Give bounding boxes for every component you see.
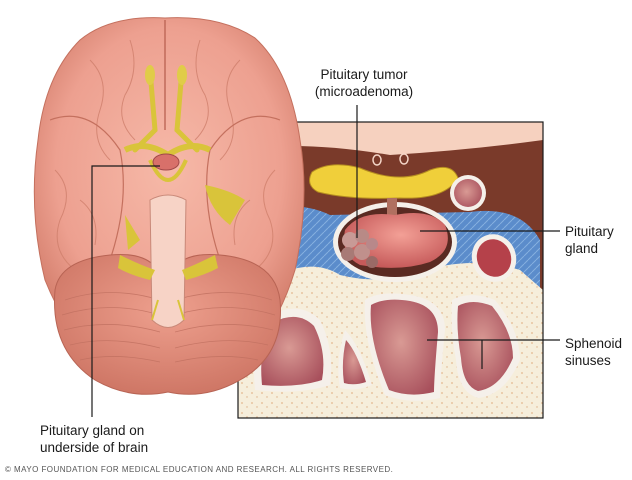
label-line: gland — [565, 241, 599, 256]
label-pituitary-tumor: Pituitary tumor (microadenoma) — [296, 66, 432, 100]
underside-leader — [91, 165, 160, 417]
label-line: Pituitary — [565, 224, 614, 239]
pituitary-gland-underside — [152, 153, 180, 171]
microadenoma-tumor — [341, 229, 378, 268]
label-line: Pituitary gland on — [40, 423, 145, 438]
label-line: underside of brain — [40, 440, 149, 455]
label-pituitary-gland: Pituitary gland — [565, 223, 614, 257]
label-line: Pituitary tumor — [320, 67, 408, 82]
label-line: sinuses — [565, 353, 611, 368]
sphenoid-sinuses — [254, 293, 520, 401]
label-line: Sphenoid — [565, 336, 623, 351]
sella-cross-section-inset — [238, 122, 543, 418]
label-sphenoid-sinuses: Sphenoid sinuses — [565, 335, 622, 369]
brain-underside-illustration — [33, 17, 305, 395]
label-pituitary-gland-underside: Pituitary gland on underside of brain — [40, 422, 148, 456]
leader-lines — [91, 105, 560, 417]
copyright-notice: © MAYO FOUNDATION FOR MEDICAL EDUCATION … — [5, 465, 394, 474]
label-line: (microadenoma) — [314, 84, 414, 99]
